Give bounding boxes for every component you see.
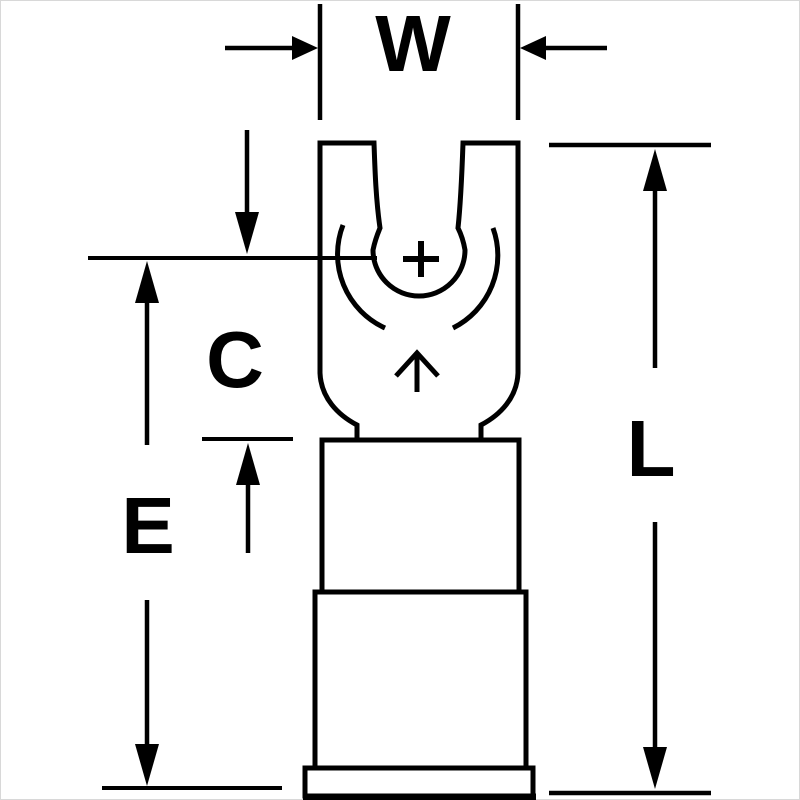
w-arrow-right-head <box>520 36 546 60</box>
c-arrow-bottom-head <box>236 443 260 485</box>
e-label: E <box>121 481 174 570</box>
dimension-w: W <box>225 0 607 120</box>
up-arrow-icon <box>394 349 440 392</box>
fork-head-outline <box>317 140 521 441</box>
flange <box>302 765 536 799</box>
l-arrow-top-head <box>643 149 667 191</box>
contact-arc-right <box>451 227 501 331</box>
e-arrow-bottom-head <box>135 744 159 786</box>
insulation-sleeve <box>312 589 529 771</box>
dimension-e: E <box>102 261 282 790</box>
l-label: L <box>627 404 676 493</box>
crosshair-icon <box>403 241 439 277</box>
c-label: C <box>206 315 264 404</box>
contact-arc-left <box>335 224 387 331</box>
w-label: W <box>375 0 451 88</box>
w-arrow-left-head <box>292 36 318 60</box>
dimension-c: C <box>202 130 293 553</box>
l-arrow-bottom-head <box>643 747 667 789</box>
terminal-outline <box>302 140 536 800</box>
dimension-l: L <box>549 142 711 796</box>
insulation-barrel <box>319 437 522 595</box>
c-arrow-top-head <box>235 212 259 254</box>
up-arrow-head <box>394 349 440 378</box>
e-arrow-top-head <box>135 261 159 303</box>
contact-arcs <box>335 224 501 331</box>
